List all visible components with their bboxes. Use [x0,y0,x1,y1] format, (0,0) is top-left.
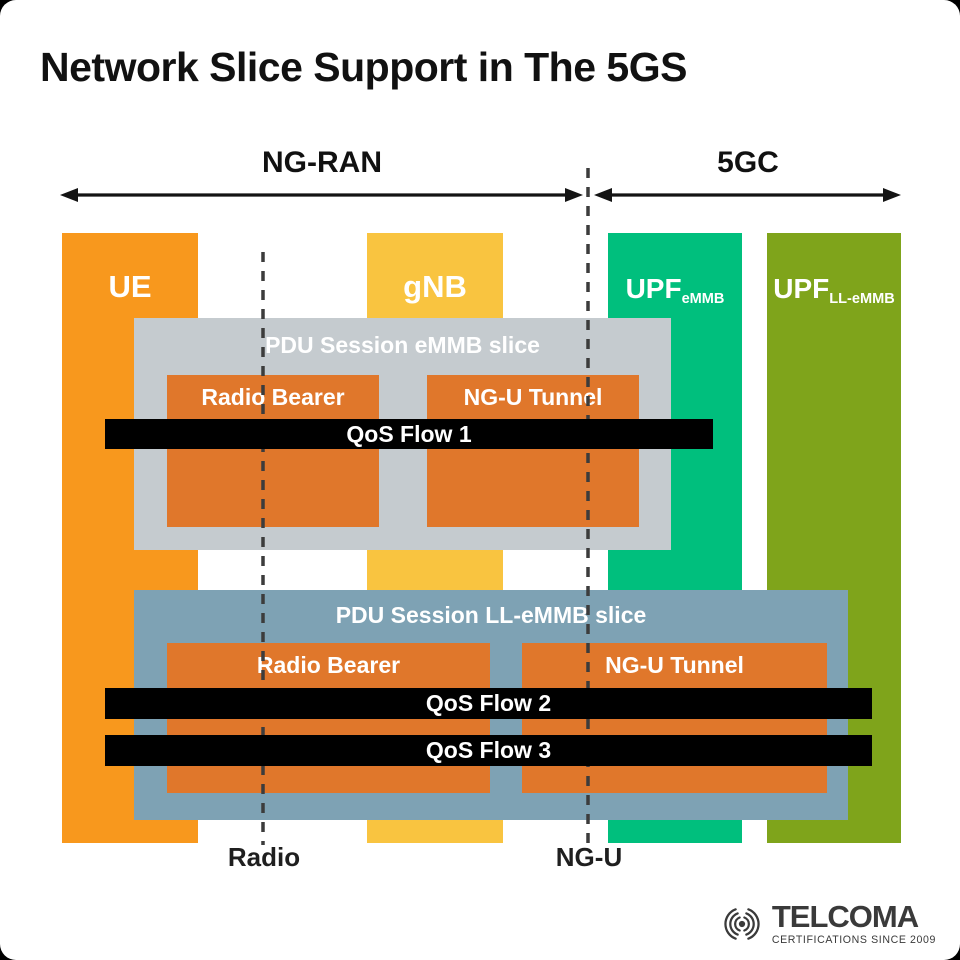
upf-emmb-label-subscript: eMMB [681,291,725,308]
5gc-span-arrow [594,188,901,202]
page-title: Network Slice Support in The 5GS [40,44,687,90]
region-span-arrows [60,188,901,202]
ue-label: UE [108,269,152,304]
ngu-tunnel-box-emmb: NG-U Tunnel [427,375,639,527]
ng-ran-span-arrow [60,188,583,202]
radio-bearer-box-emmb: Radio Bearer [167,375,379,527]
upf-emmb-label: UPFeMMB [626,273,725,307]
qos-flow-1-bar: QoS Flow 1 [105,419,713,449]
pdu-session-emmb-slice-title: PDU Session eMMB slice [265,332,540,358]
radio-signal-icon [724,907,760,940]
gnb-label: gNB [403,269,467,304]
ng-ran-region-label: NG-RAN [262,146,382,179]
telcoma-logo: TELCOMA CERTIFICATIONS SINCE 2009 [716,901,936,946]
upf-ll-emmb-label-subscript: LL-eMMB [829,291,895,308]
ngu-interface-label: NG-U [555,842,623,872]
upf-emmb-label-main: UPF [625,273,682,304]
logo-tagline: CERTIFICATIONS SINCE 2009 [771,934,936,947]
pdu-session-ll-emmb-slice-title: PDU Session LL-eMMB slice [335,602,647,628]
ngu-tunnel-label-ll-emmb: NG-U Tunnel [605,652,744,678]
radio-bearer-label-emmb: Radio Bearer [201,384,345,410]
5gc-region-label: 5GC [717,146,779,179]
qos-flow-3-bar: QoS Flow 3 [105,735,872,766]
logo-name: TELCOMA [771,899,919,935]
qos-flow-2-bar: QoS Flow 2 [105,688,872,719]
radio-bearer-label-ll-emmb: Radio Bearer [256,652,401,678]
upf-ll-emmb-label: UPFLL-eMMB [773,273,894,307]
logo-text: TELCOMA CERTIFICATIONS SINCE 2009 [772,901,936,946]
upf-ll-emmb-label-main: UPF [773,273,830,304]
ngu-tunnel-label-emmb: NG-U Tunnel [463,384,603,410]
radio-interface-label: Radio [227,842,301,872]
